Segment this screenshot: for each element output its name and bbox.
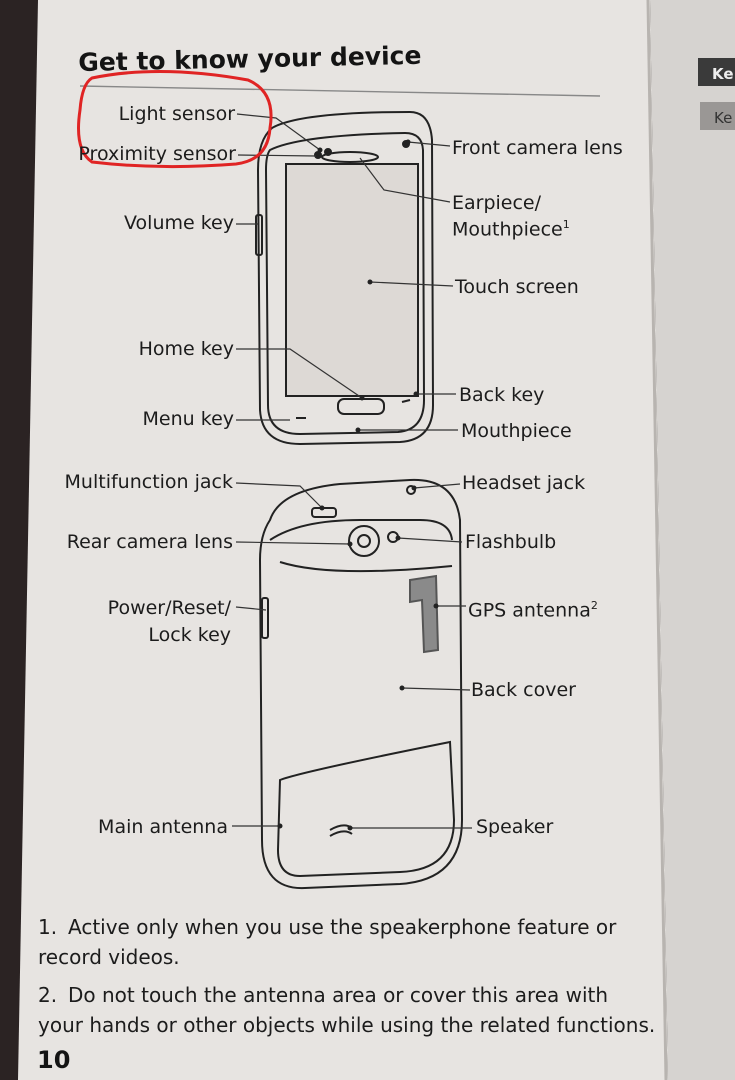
red-highlight-circle	[77, 69, 273, 169]
proximity-sensor-label: Proximity sensor	[78, 143, 236, 165]
footnote-ref-2: 2	[590, 599, 598, 612]
footnote-1: 1.Active only when you use the speakerph…	[38, 912, 658, 972]
right-page-tab-1	[698, 58, 735, 86]
leader-lines	[232, 113, 472, 829]
multifunction-jack-label: Multifunction jack	[64, 471, 233, 493]
rear-camera-lens-label: Rear camera lens	[66, 531, 233, 553]
right-tab-label-2: Ke	[714, 109, 733, 127]
footnote-1-number: 1.	[38, 915, 58, 939]
mouthpiece-label: Mouthpiece	[461, 420, 572, 442]
footnote-1-text: Active only when you use the speakerphon…	[38, 915, 617, 969]
flashbulb-label: Flashbulb	[465, 531, 557, 553]
gps-antenna-label: GPS antenna2	[468, 599, 598, 622]
right-tab-label-1: Ke	[712, 65, 734, 83]
left-page-paper	[18, 0, 668, 1080]
front-phone-drawing	[255, 110, 435, 446]
menu-key-label: Menu key	[142, 408, 234, 430]
power-key-label-line1: Power/Reset/	[107, 597, 231, 619]
title-rule	[79, 85, 601, 97]
page-number: 10	[37, 1046, 71, 1074]
footnote-2-text: Do not touch the antenna area or cover t…	[38, 983, 656, 1037]
headset-jack-label: Headset jack	[462, 472, 586, 494]
home-key-label: Home key	[138, 338, 234, 360]
footnote-2: 2.Do not touch the antenna area or cover…	[38, 980, 658, 1040]
front-camera-lens-label: Front camera lens	[452, 137, 623, 159]
main-antenna-label: Main antenna	[98, 816, 228, 838]
volume-key-label: Volume key	[124, 212, 234, 234]
earpiece-label-line1: Earpiece/	[452, 192, 542, 214]
light-sensor-label: Light sensor	[118, 103, 235, 125]
footnote-2-number: 2.	[38, 983, 58, 1007]
right-page-paper	[650, 0, 735, 1080]
earpiece-label-line2: Mouthpiece1	[452, 218, 570, 241]
touch-screen-label: Touch screen	[455, 276, 579, 298]
power-key-label-line2: Lock key	[148, 624, 231, 646]
back-cover-label: Back cover	[471, 679, 576, 701]
speaker-label: Speaker	[476, 816, 554, 838]
footnote-ref-1: 1	[562, 218, 570, 231]
back-key-label: Back key	[459, 384, 545, 406]
right-page-tab-2	[700, 102, 735, 130]
rear-phone-drawing	[258, 478, 464, 890]
